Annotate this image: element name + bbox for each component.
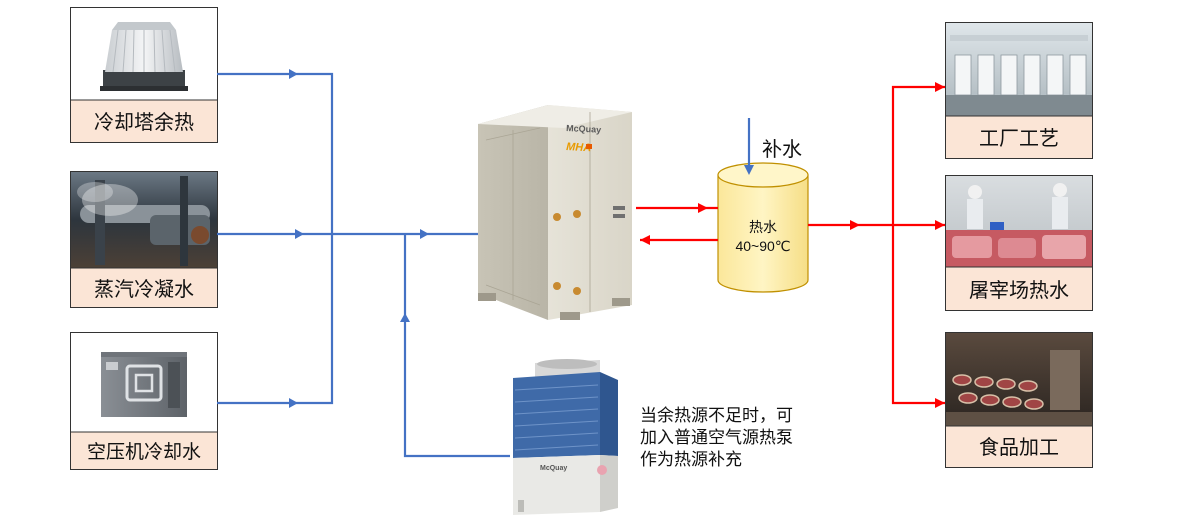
source-label: 空压机冷却水 bbox=[87, 441, 201, 463]
makeup-water-inlet: 补水 bbox=[744, 118, 802, 175]
tank-label: 热水 bbox=[749, 219, 777, 235]
steam-pipes-icon bbox=[71, 172, 217, 268]
tank-temperature: 40~90℃ bbox=[735, 238, 790, 254]
meat-processing-icon bbox=[946, 176, 1092, 267]
dest-factory-process: 工厂工艺 bbox=[945, 22, 1093, 159]
source-cooling-tower: 冷却塔余热 bbox=[70, 7, 218, 143]
factory-line-icon bbox=[946, 23, 1092, 116]
aux-heat-pump-brand: McQuay bbox=[540, 465, 567, 472]
main-heat-pump: McQuay MHA bbox=[478, 105, 632, 320]
source-label: 蒸汽冷凝水 bbox=[94, 277, 194, 301]
flow-arrows-red bbox=[640, 82, 945, 408]
hot-water-tank: 热水 40~90℃ bbox=[717, 162, 809, 293]
air-compressor-icon bbox=[101, 352, 187, 417]
note-line: 当余热源不足时，可 bbox=[640, 406, 793, 425]
source-label: 冷却塔余热 bbox=[94, 110, 194, 134]
dest-food-processing: 食品加工 bbox=[945, 332, 1093, 468]
food-canning-icon bbox=[946, 333, 1092, 426]
makeup-water-label: 补水 bbox=[762, 138, 802, 161]
note-line: 作为热源补充 bbox=[640, 450, 742, 469]
cooling-tower-icon bbox=[100, 22, 188, 91]
heat-pump-brand: McQuay bbox=[566, 123, 601, 135]
source-steam-condensate: 蒸汽冷凝水 bbox=[70, 171, 218, 308]
source-water-lines bbox=[217, 72, 510, 458]
flow-arrows-blue bbox=[289, 69, 429, 408]
note-line: 加入普通空气源热泵 bbox=[640, 428, 793, 447]
heat-pump-model: MHA bbox=[566, 141, 592, 154]
destination-label: 屠宰场热水 bbox=[969, 278, 1069, 302]
supplement-note: 当余热源不足时，可 加入普通空气源热泵 作为热源补充 bbox=[640, 406, 793, 469]
destination-label: 食品加工 bbox=[979, 435, 1059, 459]
aux-air-source-heat-pump: McQuay bbox=[513, 359, 618, 515]
dest-slaughterhouse-hot-water: 屠宰场热水 bbox=[945, 175, 1093, 311]
destination-label: 工厂工艺 bbox=[979, 126, 1059, 150]
source-air-compressor: 空压机冷却水 bbox=[70, 332, 218, 470]
